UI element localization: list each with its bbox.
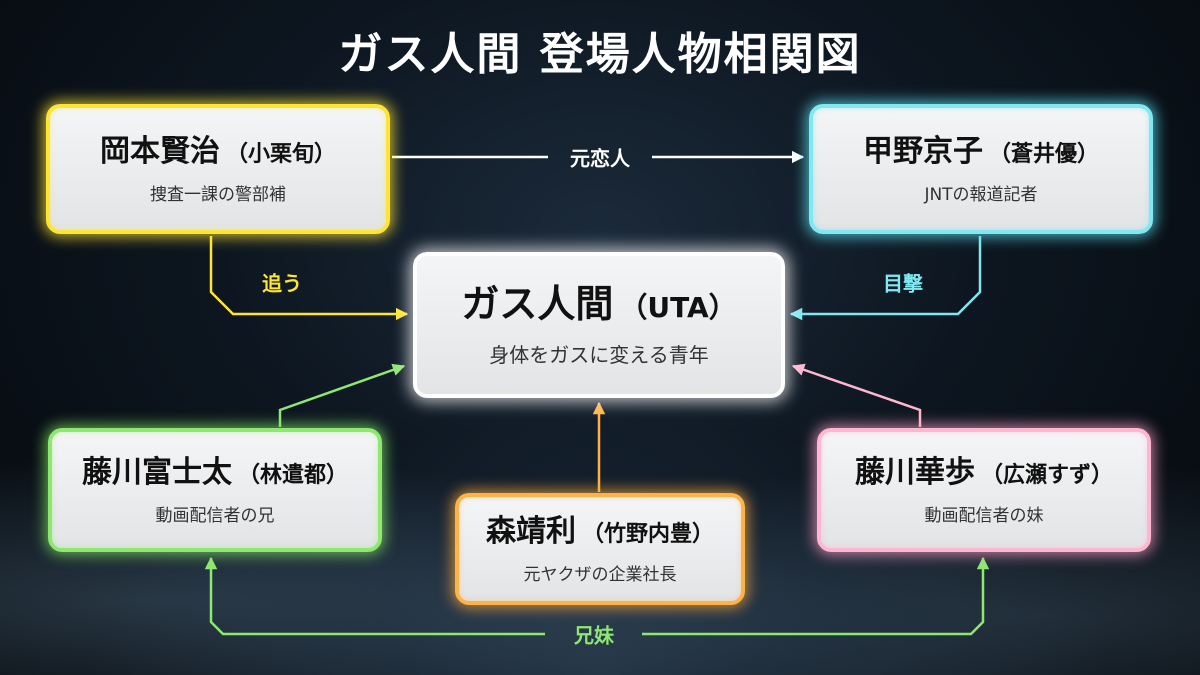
node-mori: 森靖利（竹野内豊） 元ヤクザの企業社長	[455, 493, 745, 605]
node-gas-human-desc: 身体をガスに変える青年	[489, 343, 709, 368]
node-gas-human-actor: （UTA）	[619, 290, 737, 324]
node-futa-name: 藤川富士太（林遣都）	[81, 454, 348, 490]
node-futa-actor: （林遣都）	[237, 462, 348, 488]
edge-futa-gas-line	[278, 363, 406, 427]
node-gas-human-name: ガス人間（UTA）	[461, 281, 737, 326]
node-kono-desc: JNTの報道記者	[924, 184, 1038, 205]
edge-kaho-gas-line	[791, 363, 922, 427]
edge-chase-line	[209, 236, 409, 321]
node-mori-desc: 元ヤクザの企業社長	[523, 564, 677, 585]
node-kono-name: 甲野京子（蒼井優）	[862, 133, 1099, 169]
node-gas-human: ガス人間（UTA） 身体をガスに変える青年	[413, 252, 785, 398]
edge-siblings-line-left	[204, 556, 545, 636]
edge-label-chase: 追う	[262, 271, 302, 296]
node-kono: 甲野京子（蒼井優） JNTの報道記者	[809, 104, 1153, 234]
edge-label-witness: 目撃	[883, 271, 923, 296]
node-kaho-actor: （広瀬すず）	[980, 462, 1113, 488]
edge-label-ex-lover: 元恋人	[570, 146, 630, 171]
node-kaho-desc: 動画配信者の妹	[924, 505, 1044, 526]
node-mori-actor: （竹野内豊）	[581, 521, 714, 547]
node-okamoto: 岡本賢治（小栗旬） 捜査一課の警部補	[46, 104, 390, 234]
node-futa: 藤川富士太（林遣都） 動画配信者の兄	[48, 428, 382, 552]
node-mori-name: 森靖利（竹野内豊）	[485, 513, 714, 549]
node-kono-actor: （蒼井優）	[988, 141, 1099, 167]
edge-siblings-line-right	[642, 556, 990, 636]
node-kaho-name: 藤川華歩（広瀬すず）	[854, 454, 1113, 490]
page-title: ガス人間 登場人物相関図	[338, 29, 862, 80]
edge-witness-line	[789, 236, 982, 321]
node-okamoto-actor: （小栗旬）	[225, 141, 336, 167]
node-kaho: 藤川華歩（広瀬すず） 動画配信者の妹	[817, 428, 1151, 552]
node-okamoto-name: 岡本賢治（小栗旬）	[99, 133, 336, 169]
edge-label-siblings: 兄妹	[574, 623, 614, 648]
node-futa-desc: 動画配信者の兄	[155, 505, 275, 526]
node-okamoto-desc: 捜査一課の警部補	[150, 184, 286, 205]
